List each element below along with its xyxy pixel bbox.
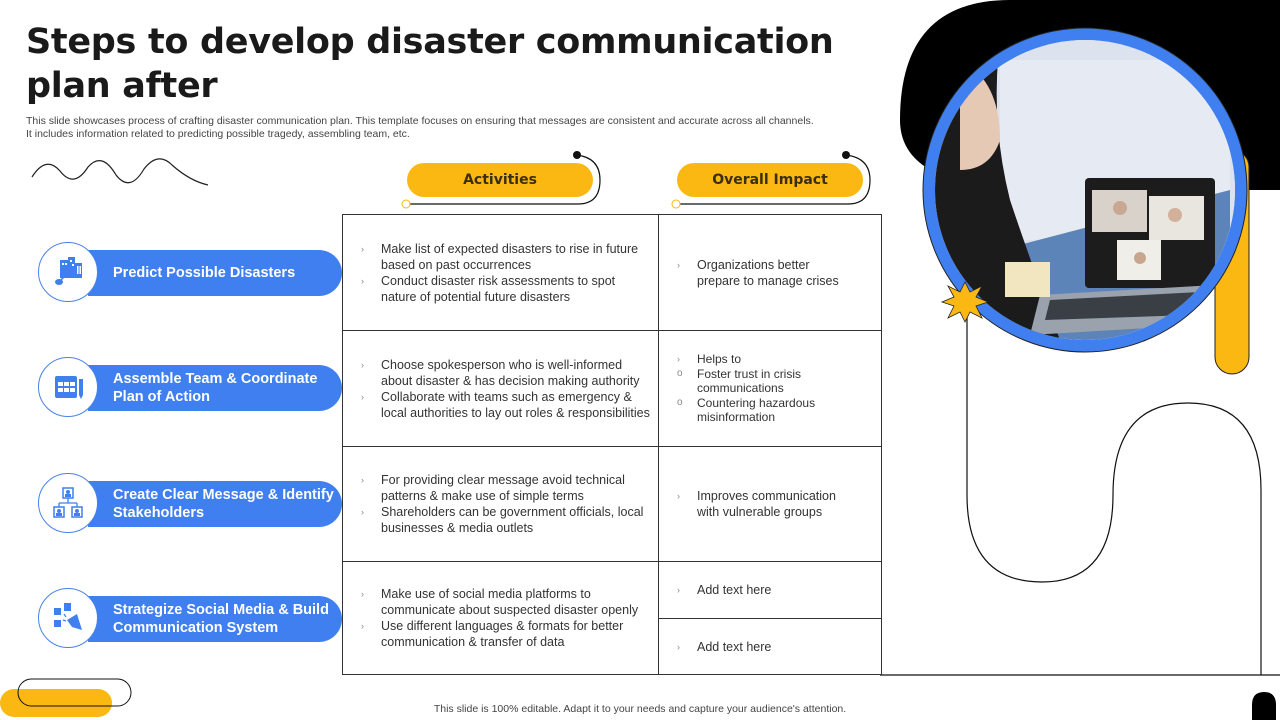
impact-text: Helps to	[697, 352, 742, 367]
wave-decoration-icon	[31, 158, 209, 186]
activities-cell: ›For providing clear message avoid techn…	[343, 447, 659, 561]
activity-text: Make use of social media platforms to co…	[381, 587, 639, 617]
step-predict-disasters: Predict Possible Disasters	[38, 242, 342, 304]
activity-text: Choose spokesperson who is well-informed…	[381, 357, 640, 388]
impact-cell: ›Improves communication with vulnerable …	[659, 447, 881, 561]
footer-note: This slide is 100% editable. Adapt it to…	[433, 703, 847, 715]
table-row: ›Make use of social media platforms to c…	[343, 562, 881, 674]
org-chart-icon	[38, 473, 98, 533]
steps-table: ›Make list of expected disasters to rise…	[342, 214, 882, 675]
step-label: Strategize Social Media & Build Communic…	[88, 596, 342, 642]
activities-header: Activities	[407, 163, 593, 197]
impact-text: Organizations better prepare to manage c…	[697, 257, 839, 288]
step-label: Predict Possible Disasters	[88, 250, 342, 296]
impact-cell: ›Organizations better prepare to manage …	[659, 215, 881, 330]
placeholder-text[interactable]: Add text here	[697, 639, 772, 654]
page-subtitle: This slide showcases process of crafting…	[26, 115, 814, 140]
step-assemble-team: Assemble Team & Coordinate Plan of Actio…	[38, 357, 342, 419]
step-social-media: Strategize Social Media & Build Communic…	[38, 588, 342, 650]
activity-text: Conduct disaster risk assessments to spo…	[381, 273, 616, 304]
calendar-plan-icon	[38, 357, 98, 417]
table-row: ›Make list of expected disasters to rise…	[343, 215, 881, 331]
activity-text: For providing clear message avoid techni…	[381, 473, 625, 503]
placeholder-text[interactable]: Add text here	[697, 583, 772, 597]
page-title: Steps to develop disaster communication …	[26, 22, 834, 106]
table-row: ›For providing clear message avoid techn…	[343, 447, 881, 562]
overall-impact-header: Overall Impact	[677, 163, 863, 197]
activities-cell: ›Make list of expected disasters to rise…	[343, 215, 659, 330]
step-label: Create Clear Message & Identify Stakehol…	[88, 481, 342, 527]
activities-cell: ›Make use of social media platforms to c…	[343, 562, 659, 674]
activity-text: Use different languages & formats for be…	[381, 619, 624, 649]
impact-subtext: Countering hazardous misinformation	[697, 395, 816, 425]
buildings-disaster-icon	[38, 242, 98, 302]
table-row: ›Choose spokesperson who is well-informe…	[343, 331, 881, 447]
impact-cell: ›Add text here ›Add text here	[659, 562, 881, 674]
megaphone-social-icon	[38, 588, 98, 648]
impact-subcell: ›Add text here	[677, 639, 772, 654]
activities-cell: ›Choose spokesperson who is well-informe…	[343, 331, 659, 446]
activity-text: Shareholders can be government officials…	[381, 505, 644, 535]
impact-subcell: ›Add text here	[659, 562, 881, 619]
impact-subtext: Foster trust in crisis communications	[697, 366, 802, 396]
activity-text: Collaborate with teams such as emergency…	[381, 389, 650, 420]
activity-text: Make list of expected disasters to rise …	[381, 241, 639, 272]
impact-text: Improves communication with vulnerable g…	[697, 489, 836, 519]
step-create-message: Create Clear Message & Identify Stakehol…	[38, 473, 342, 535]
starburst-icon	[940, 281, 990, 323]
step-label: Assemble Team & Coordinate Plan of Actio…	[88, 365, 342, 411]
